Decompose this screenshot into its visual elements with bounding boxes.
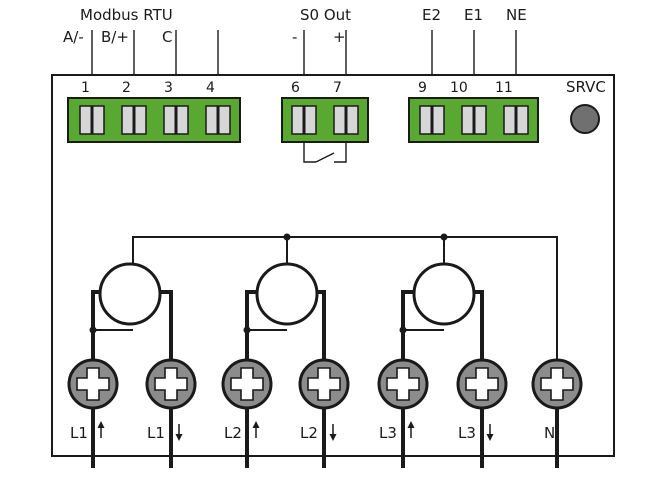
terminal-numbers: 1 2 3 4 6 7 9 10 11 <box>81 80 513 96</box>
top-labels: Modbus RTU S0 Out E2 E1 NE A/- B/+ C - + <box>63 6 527 46</box>
arrow-up-icon <box>407 421 415 438</box>
terminal-number-3: 3 <box>164 80 173 96</box>
terminal-slot-10[interactable] <box>461 105 487 135</box>
terminal-slot-6[interactable] <box>291 105 317 135</box>
terminal-number-9: 9 <box>418 80 427 96</box>
phase-circuit-l2 <box>243 262 326 367</box>
label-c: C <box>162 28 172 46</box>
screw-terminal-n[interactable] <box>531 358 583 410</box>
terminal-label-l3-in: L3 <box>379 424 397 442</box>
label-a-minus: A/- <box>63 28 84 46</box>
terminal-label-n: N <box>544 424 555 442</box>
label-e2: E2 <box>422 6 441 24</box>
terminal-slot-9[interactable] <box>419 105 445 135</box>
terminal-label-l1-out: L1 <box>147 424 165 442</box>
srvc-label: SRVC <box>566 78 606 96</box>
terminal-slot-11[interactable] <box>503 105 529 135</box>
service-button[interactable] <box>570 104 600 134</box>
s0-relay-contact <box>303 142 347 163</box>
phase-circuit-l1 <box>89 262 173 367</box>
arrow-down-icon <box>175 424 183 441</box>
direction-arrows <box>97 421 494 441</box>
terminal-label-l2-in: L2 <box>224 424 242 442</box>
phase-circuit-l3 <box>399 262 484 367</box>
arrow-down-icon <box>329 424 337 441</box>
label-b-plus: B/+ <box>101 28 129 46</box>
terminal-number-10: 10 <box>450 80 468 96</box>
terminal-number-7: 7 <box>333 80 342 96</box>
terminal-slot-3[interactable] <box>163 105 189 135</box>
terminal-number-1: 1 <box>81 80 90 96</box>
measurement-coil-l3 <box>412 262 476 326</box>
screw-terminal-l1-in[interactable] <box>67 358 119 410</box>
label-s0-minus: - <box>292 28 297 46</box>
s0-out-label: S0 Out <box>300 6 351 24</box>
terminal-slots <box>79 105 529 135</box>
screw-terminal-l2-in[interactable] <box>221 358 273 410</box>
terminal-number-11: 11 <box>495 80 513 96</box>
terminal-slot-1[interactable] <box>79 105 105 135</box>
measurement-coil-l1 <box>98 262 162 326</box>
main-screw-terminals <box>67 358 583 410</box>
main-terminal-labels: L1 L1 L2 L2 L3 L3 N <box>70 424 555 442</box>
screw-terminal-l3-in[interactable] <box>377 358 429 410</box>
terminal-number-6: 6 <box>291 80 300 96</box>
modbus-rtu-label: Modbus RTU <box>80 6 173 24</box>
screw-terminal-l3-out[interactable] <box>456 358 508 410</box>
label-s0-plus: + <box>333 28 346 46</box>
terminal-number-4: 4 <box>206 80 215 96</box>
terminal-label-l3-out: L3 <box>458 424 476 442</box>
terminal-slot-7[interactable] <box>333 105 359 135</box>
arrow-up-icon <box>252 421 260 438</box>
terminal-slot-2[interactable] <box>121 105 147 135</box>
arrow-down-icon <box>486 424 494 441</box>
terminal-label-l2-out: L2 <box>300 424 318 442</box>
label-ne: NE <box>506 6 527 24</box>
label-e1: E1 <box>464 6 483 24</box>
top-wires <box>91 30 517 100</box>
terminal-slot-4[interactable] <box>205 105 231 135</box>
screw-terminal-l1-out[interactable] <box>145 358 197 410</box>
measurement-coil-l2 <box>255 262 319 326</box>
terminal-label-l1-in: L1 <box>70 424 88 442</box>
screw-terminal-l2-out[interactable] <box>298 358 350 410</box>
arrow-up-icon <box>97 421 105 438</box>
terminal-number-2: 2 <box>122 80 131 96</box>
